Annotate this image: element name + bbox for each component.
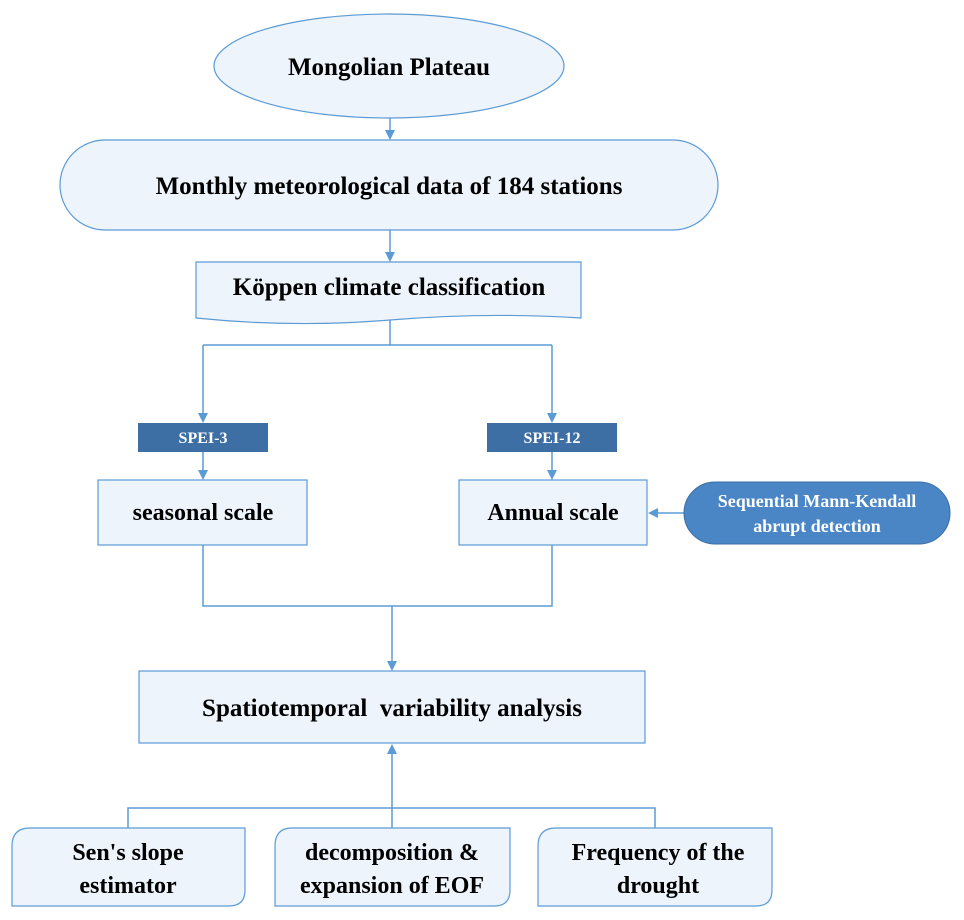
node-mann-kendall: Sequential Mann-Kendall abrupt detection <box>683 481 951 545</box>
mk-label-line1: Sequential Mann-Kendall <box>718 491 917 511</box>
spatio-label: Spatiotemporal variability analysis <box>202 695 582 722</box>
annual-label: Annual scale <box>487 500 619 526</box>
eof-label-line2: expansion of EOF <box>300 873 484 899</box>
seasonal-label: seasonal scale <box>133 500 274 526</box>
tag-spei-3: SPEI-3 <box>138 423 268 452</box>
edge-scales-merge <box>202 545 553 607</box>
sen-label-line2: estimator <box>79 873 177 899</box>
spei3-label: SPEI-3 <box>179 430 228 447</box>
node-eof-decomposition: decomposition & expansion of EOF <box>274 827 511 907</box>
node-spatiotemporal-analysis: Spatiotemporal variability analysis <box>138 670 646 744</box>
node-mongolian-plateau: Mongolian Plateau <box>213 13 565 119</box>
mk-label-line2: abrupt detection <box>753 516 881 536</box>
koppen-label: Köppen climate classification <box>233 274 546 301</box>
plateau-label: Mongolian Plateau <box>288 54 490 81</box>
freq-label-line1: Frequency of the <box>572 840 745 866</box>
freq-label-line2: drought <box>617 873 699 899</box>
node-meteorological-data: Monthly meteorological data of 184 stati… <box>59 139 719 231</box>
sen-label-line1: Sen's slope <box>72 840 184 866</box>
node-koppen-classification: Köppen climate classification <box>195 261 582 325</box>
meteo-label: Monthly meteorological data of 184 stati… <box>156 173 623 200</box>
edge-koppen-split <box>203 318 552 346</box>
node-sens-slope: Sen's slope estimator <box>11 827 246 907</box>
node-annual-scale: Annual scale <box>458 479 648 546</box>
spei12-label: SPEI-12 <box>524 430 581 447</box>
eof-label-line1: decomposition & <box>305 840 479 866</box>
tag-spei-12: SPEI-12 <box>487 423 617 452</box>
node-seasonal-scale: seasonal scale <box>97 479 308 546</box>
node-drought-frequency: Frequency of the drought <box>537 827 773 907</box>
